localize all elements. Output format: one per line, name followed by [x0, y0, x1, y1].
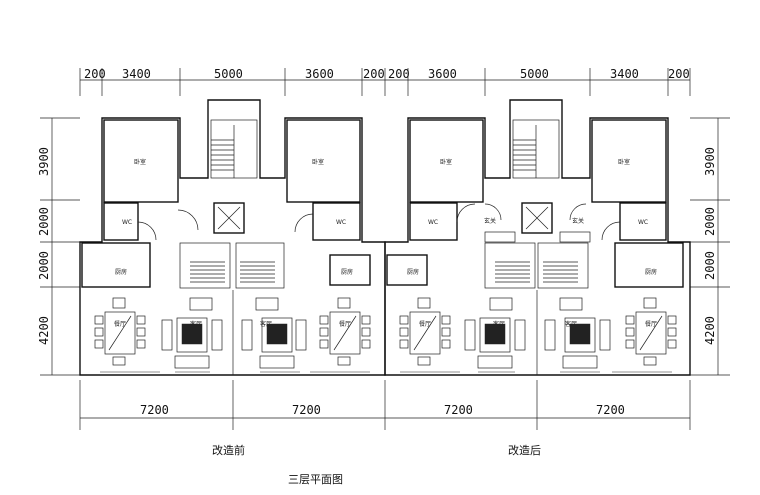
dining-table: [94, 297, 146, 366]
room-label-kitchen: 厨房: [341, 268, 353, 276]
room-label-kitchen: 厨房: [115, 268, 127, 276]
elevator-shaft: [213, 202, 245, 234]
side-dim-label: 4200: [703, 316, 717, 345]
plan-after: 卧室 卧室 WC WC 玄关 玄关 厨房 厨房 餐厅 餐厅 客厅 客厅: [384, 99, 691, 376]
dining-table: [625, 297, 677, 366]
dining-table: [319, 297, 371, 366]
stair-treads: [190, 261, 275, 283]
living-room-set: [544, 297, 611, 369]
plan-before: 卧室 卧室 WC WC 厨房 厨房 餐厅 餐厅 客厅 客厅: [79, 99, 386, 376]
side-dim-label: 2000: [703, 207, 717, 236]
room-label-dining: 餐厅: [419, 320, 431, 328]
room-label-living: 客厅: [190, 320, 202, 328]
stair-treads: [211, 139, 234, 171]
top-dim-label: 5000: [214, 67, 243, 81]
stair-treads: [495, 261, 578, 283]
room-label-bedroom: 卧室: [312, 158, 324, 166]
top-dim-label: 200: [388, 67, 410, 81]
room-label-kitchen: 厨房: [407, 268, 419, 276]
room-label-bedroom: 卧室: [440, 158, 452, 166]
room-label-entry: 玄关: [484, 217, 496, 225]
room-label-wc: WC: [638, 219, 648, 226]
top-dimension-line: 200 3400 5000 3600 200 200 3600 5000 340…: [79, 67, 691, 96]
caption-after: 改造后: [508, 443, 541, 457]
living-room-set: [241, 297, 307, 369]
bottom-dim-label: 7200: [596, 403, 625, 417]
top-dim-label: 200: [363, 67, 385, 81]
side-dim-label: 3900: [37, 147, 51, 176]
dining-table: [399, 297, 451, 366]
room-label-living: 客厅: [565, 320, 577, 328]
room-label-kitchen: 厨房: [645, 268, 657, 276]
room-label-wc: WC: [336, 219, 346, 226]
top-dim-label: 200: [84, 67, 106, 81]
right-dimension-line: 3900 2000 2000 4200: [690, 117, 730, 376]
room-label-dining: 餐厅: [339, 320, 351, 328]
top-dim-label: 3600: [305, 67, 334, 81]
stair-treads: [513, 139, 536, 171]
room-label-dining: 餐厅: [645, 320, 657, 328]
bottom-dim-label: 7200: [444, 403, 473, 417]
top-dim-label: 200: [668, 67, 690, 81]
room-label-bedroom: 卧室: [618, 158, 630, 166]
top-dim-label: 3400: [122, 67, 151, 81]
side-dim-label: 4200: [37, 316, 51, 345]
caption-before: 改造前: [212, 443, 245, 457]
drawing-title: 三层平面图: [288, 473, 343, 486]
bottom-dim-label: 7200: [140, 403, 169, 417]
top-dim-label: 3400: [610, 67, 639, 81]
bottom-dim-label: 7200: [292, 403, 321, 417]
side-dim-label: 2000: [703, 251, 717, 280]
side-dim-label: 3900: [703, 147, 717, 176]
side-dim-label: 2000: [37, 251, 51, 280]
room-label-entry: 玄关: [572, 217, 584, 225]
side-dim-label: 2000: [37, 207, 51, 236]
bottom-dimension-line: 7200 7200 7200 7200: [79, 380, 691, 430]
living-room-set: [464, 297, 526, 369]
room-label-living: 客厅: [260, 320, 272, 328]
left-dimension-line: 3900 2000 2000 4200: [37, 117, 80, 376]
room-label-wc: WC: [122, 219, 132, 226]
living-room-set: [161, 297, 223, 369]
top-dim-label: 3600: [428, 67, 457, 81]
room-label-wc: WC: [428, 219, 438, 226]
room-label-dining: 餐厅: [114, 320, 126, 328]
top-dim-label: 5000: [520, 67, 549, 81]
elevator-shaft: [521, 202, 553, 234]
room-label-living: 客厅: [493, 320, 505, 328]
room-label-bedroom: 卧室: [134, 158, 146, 166]
